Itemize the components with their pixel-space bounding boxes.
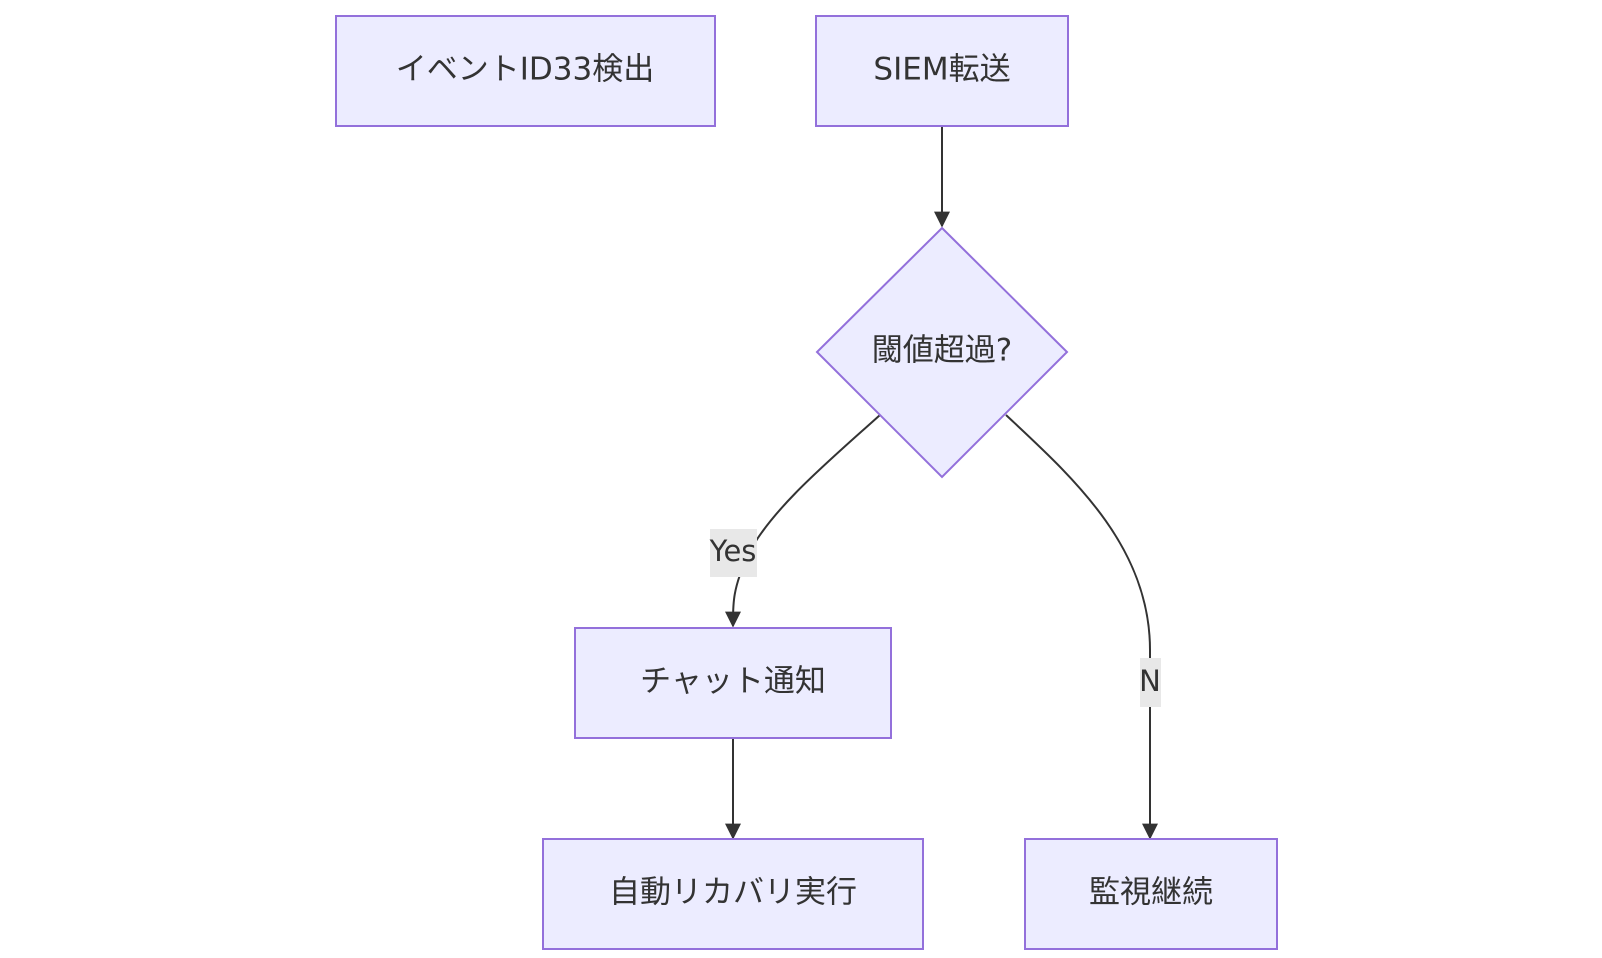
edge-threshold-to-monitor [1005,414,1158,840]
node-continue-monitoring: 監視継続 [1024,838,1278,950]
node-event-detect-label: イベントID33検出 [396,52,654,88]
edge-label-yes: Yes [709,529,757,577]
node-threshold-decision-label: 閾値超過? [872,333,1012,369]
node-event-detect: イベントID33検出 [335,15,716,127]
node-chat-notify: チャット通知 [574,627,892,739]
node-siem-forward: SIEM転送 [815,15,1069,127]
node-threshold-decision: 閾値超過? [815,226,1069,479]
edge-threshold-to-chat [724,414,881,628]
node-auto-recovery-label: 自動リカバリ実行 [609,875,857,911]
node-auto-recovery: 自動リカバリ実行 [542,838,924,950]
node-continue-monitoring-label: 監視継続 [1089,875,1213,911]
edge-label-no-text: N [1139,664,1161,698]
node-siem-forward-label: SIEM転送 [873,52,1010,88]
edge-label-no: N [1139,658,1161,707]
edge-label-yes-text: Yes [709,534,757,568]
node-chat-notify-label: チャット通知 [640,664,826,700]
